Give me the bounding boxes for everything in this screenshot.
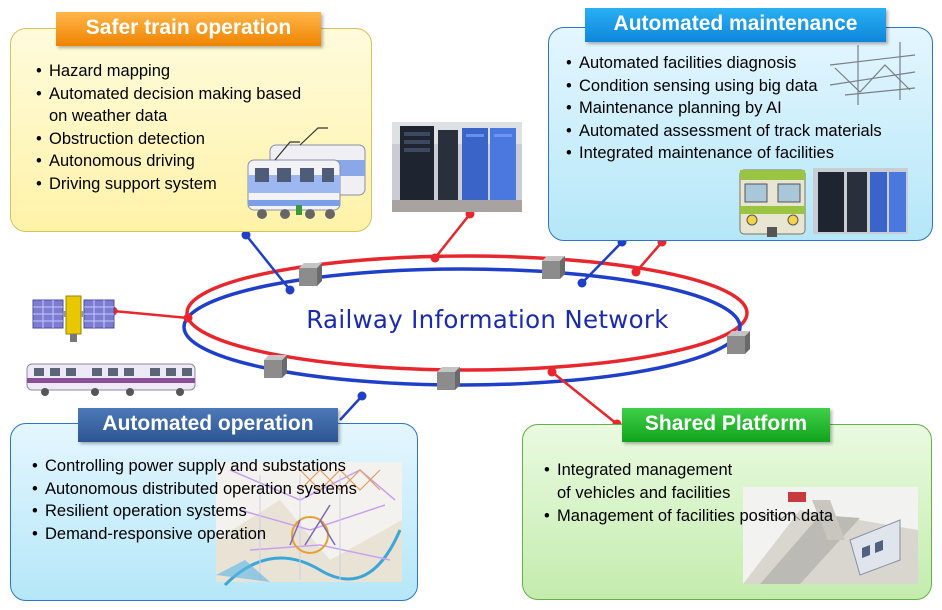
dot: [465, 209, 475, 219]
list-item: Automated assessment of track materials: [565, 120, 882, 143]
red-ring: [185, 254, 749, 372]
network-label: Railway Information Network: [306, 305, 669, 334]
node-cube: [727, 331, 750, 354]
list-item: Autonomous driving: [35, 150, 301, 173]
list-item: Management of facilities position data: [543, 505, 833, 528]
dot: [577, 278, 587, 288]
blue-ring: [182, 267, 742, 387]
dot: [241, 230, 251, 240]
node-cube: [299, 263, 322, 286]
node-cube: [542, 256, 565, 279]
dot: [357, 391, 367, 401]
shared-red-link: [551, 371, 618, 425]
node-cube: [264, 355, 287, 378]
list-item: Demand-responsive operation: [31, 523, 357, 546]
commuter-train-icon: [26, 363, 196, 396]
satellite-icon: [32, 295, 115, 342]
list-item: Integrated maintenance of facilities: [565, 142, 882, 165]
automated-maintenance-list: Automated facilities diagnosis Condition…: [565, 52, 882, 165]
list-item: Automated decision making based on weath…: [35, 83, 301, 128]
dot: [285, 285, 295, 295]
automated-operation-title: Automated operation: [78, 408, 338, 442]
dot: [631, 267, 641, 277]
list-item: Autonomous distributed operation systems: [31, 478, 357, 501]
server-red-link: [434, 213, 471, 259]
list-item: Condition sensing using big data: [565, 75, 882, 98]
dot: [547, 367, 557, 377]
shared-platform-list: Integrated management of vehicles and fa…: [543, 459, 833, 528]
dot: [430, 253, 440, 263]
list-item: Controlling power supply and substations: [31, 455, 357, 478]
connectors: [112, 213, 663, 425]
dot: [183, 313, 193, 323]
shared-platform-title: Shared Platform: [622, 408, 830, 442]
ring-nodes: [264, 256, 750, 390]
safer-operation-list: Hazard mapping Automated decision making…: [35, 60, 301, 195]
automated-operation-list: Controlling power supply and substations…: [31, 455, 357, 545]
node-cube: [437, 367, 460, 390]
list-item: Integrated management of vehicles and fa…: [543, 459, 833, 505]
list-item: Maintenance planning by AI: [565, 97, 882, 120]
list-item: Resilient operation systems: [31, 500, 357, 523]
maint-blue-link: [581, 241, 623, 284]
list-item: Driving support system: [35, 173, 301, 196]
safer-blue-link: [245, 234, 291, 291]
automated-maintenance-title: Automated maintenance: [585, 8, 886, 42]
satellite-red-link: [112, 309, 189, 320]
maint-red-link: [635, 241, 663, 273]
list-item: Automated facilities diagnosis: [565, 52, 882, 75]
list-item: Obstruction detection: [35, 128, 301, 151]
connector-dots: [108, 209, 667, 429]
list-item: Hazard mapping: [35, 60, 301, 83]
operation-blue-link: [339, 395, 363, 421]
safer-operation-title: Safer train operation: [56, 12, 321, 46]
